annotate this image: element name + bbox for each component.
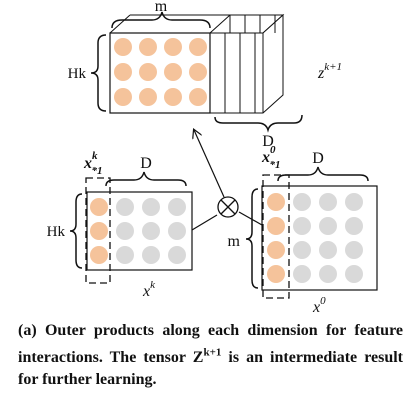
x0-matrix (261, 174, 378, 299)
tensor-cell (139, 38, 157, 56)
xk-h-brace (69, 193, 83, 269)
outer-product-operator-icon (217, 196, 239, 218)
x0-cell (319, 193, 337, 211)
x0-to-operator-arrow (238, 211, 263, 226)
tensor-cell (189, 63, 207, 81)
xk-dot-grid (90, 198, 186, 264)
tensor-name-label: zk+1 (317, 61, 342, 82)
x0-cell (293, 265, 311, 283)
x0-column-highlight (262, 174, 290, 299)
x0-cell (293, 241, 311, 259)
x0-m-label: m (228, 233, 241, 250)
xk-cell (116, 198, 134, 216)
tensor-d-brace (214, 114, 303, 133)
x0-cell (319, 241, 337, 259)
xk-d-label: D (140, 155, 152, 172)
x0-cell (345, 217, 363, 235)
tensor-d-label: D (262, 133, 274, 150)
x0-cell (345, 193, 363, 211)
x0-column-label: x0*1 (261, 144, 281, 171)
xk-cell (90, 222, 108, 240)
caption-superscript: k+1 (203, 347, 222, 359)
cin-diagram: m Hk D zk+1 xk*1 D Hk xk x0*1 D m x0 (47, 0, 378, 316)
xk-cell (116, 222, 134, 240)
xk-cell (168, 222, 186, 240)
xk-to-operator-arrow (191, 214, 218, 231)
xk-matrix (85, 177, 193, 284)
xk-h-label: Hk (47, 224, 66, 240)
tensor-cell (114, 63, 132, 81)
xk-d-brace (105, 171, 187, 187)
xk-cell (142, 222, 160, 240)
tensor-cell (114, 38, 132, 56)
tensor-cell (164, 88, 182, 106)
tensor-cell (164, 63, 182, 81)
tensor-h-brace (90, 34, 107, 112)
x0-dot-grid (267, 193, 363, 283)
tensor-cell (139, 88, 157, 106)
caption-part-1: (a) Outer products along each dimension … (18, 322, 404, 389)
tensor-m-brace (111, 11, 211, 29)
tensor-cell (164, 38, 182, 56)
tensor-cell (189, 88, 207, 106)
xk-cell (116, 246, 134, 264)
x0-cell (267, 241, 285, 259)
tensor-cell (114, 88, 132, 106)
x0-cell (267, 193, 285, 211)
x0-d-brace (277, 166, 369, 182)
x0-cell (293, 217, 311, 235)
tensor-m-label: m (155, 0, 168, 15)
x0-cell (345, 241, 363, 259)
tensor-block (109, 13, 285, 114)
x0-cell (319, 265, 337, 283)
x0-cell (267, 265, 285, 283)
x0-name-label: x0 (312, 295, 326, 316)
operator-to-tensor-arrow (194, 130, 225, 198)
xk-cell (142, 198, 160, 216)
tensor-cell (139, 63, 157, 81)
xk-cell (90, 246, 108, 264)
x0-cell (267, 217, 285, 235)
xk-name-label: xk (142, 279, 156, 300)
x0-cell (319, 217, 337, 235)
tensor-h-label: Hk (68, 66, 87, 82)
xk-cell (168, 246, 186, 264)
x0-d-label: D (312, 150, 324, 167)
figure-caption: (a) Outer products along each dimension … (18, 320, 403, 391)
xk-column-highlight (85, 177, 111, 284)
xk-column-label: xk*1 (83, 150, 103, 177)
x0-cell (345, 265, 363, 283)
x0-cell (293, 193, 311, 211)
xk-cell (90, 198, 108, 216)
tensor-cell (189, 38, 207, 56)
xk-cell (142, 246, 160, 264)
tensor-dot-grid (114, 38, 207, 106)
x0-m-brace (245, 188, 259, 289)
xk-cell (168, 198, 186, 216)
